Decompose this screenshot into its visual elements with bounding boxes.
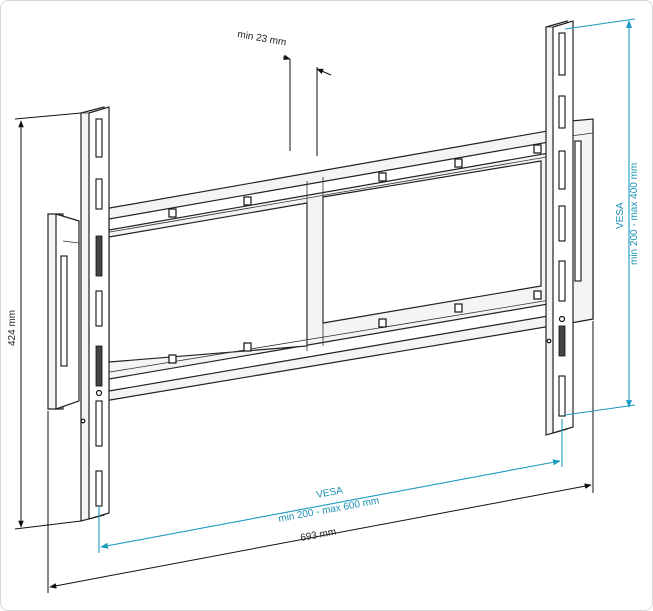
right-vertical-arm xyxy=(545,20,574,436)
height-label: 424 mm xyxy=(7,310,18,346)
left-vertical-arm xyxy=(80,106,110,522)
width-label: 693 mm xyxy=(300,527,338,544)
vesa-v-title: VESA xyxy=(615,202,626,229)
depth-label: min 23 mm xyxy=(236,29,287,48)
depth-dimension: min 23 mm xyxy=(236,29,332,156)
wall-plate xyxy=(103,122,594,402)
right-end-bracket xyxy=(570,118,594,324)
vesa-vertical-dimension: VESA min 200 - max 400 mm xyxy=(564,18,640,416)
vesa-h-title: VESA xyxy=(316,485,345,501)
vesa-h-range: min 200 - max 600 mm xyxy=(278,495,381,524)
left-end-bracket xyxy=(47,213,80,410)
vesa-v-range: min 200 - max 400 mm xyxy=(629,163,640,265)
